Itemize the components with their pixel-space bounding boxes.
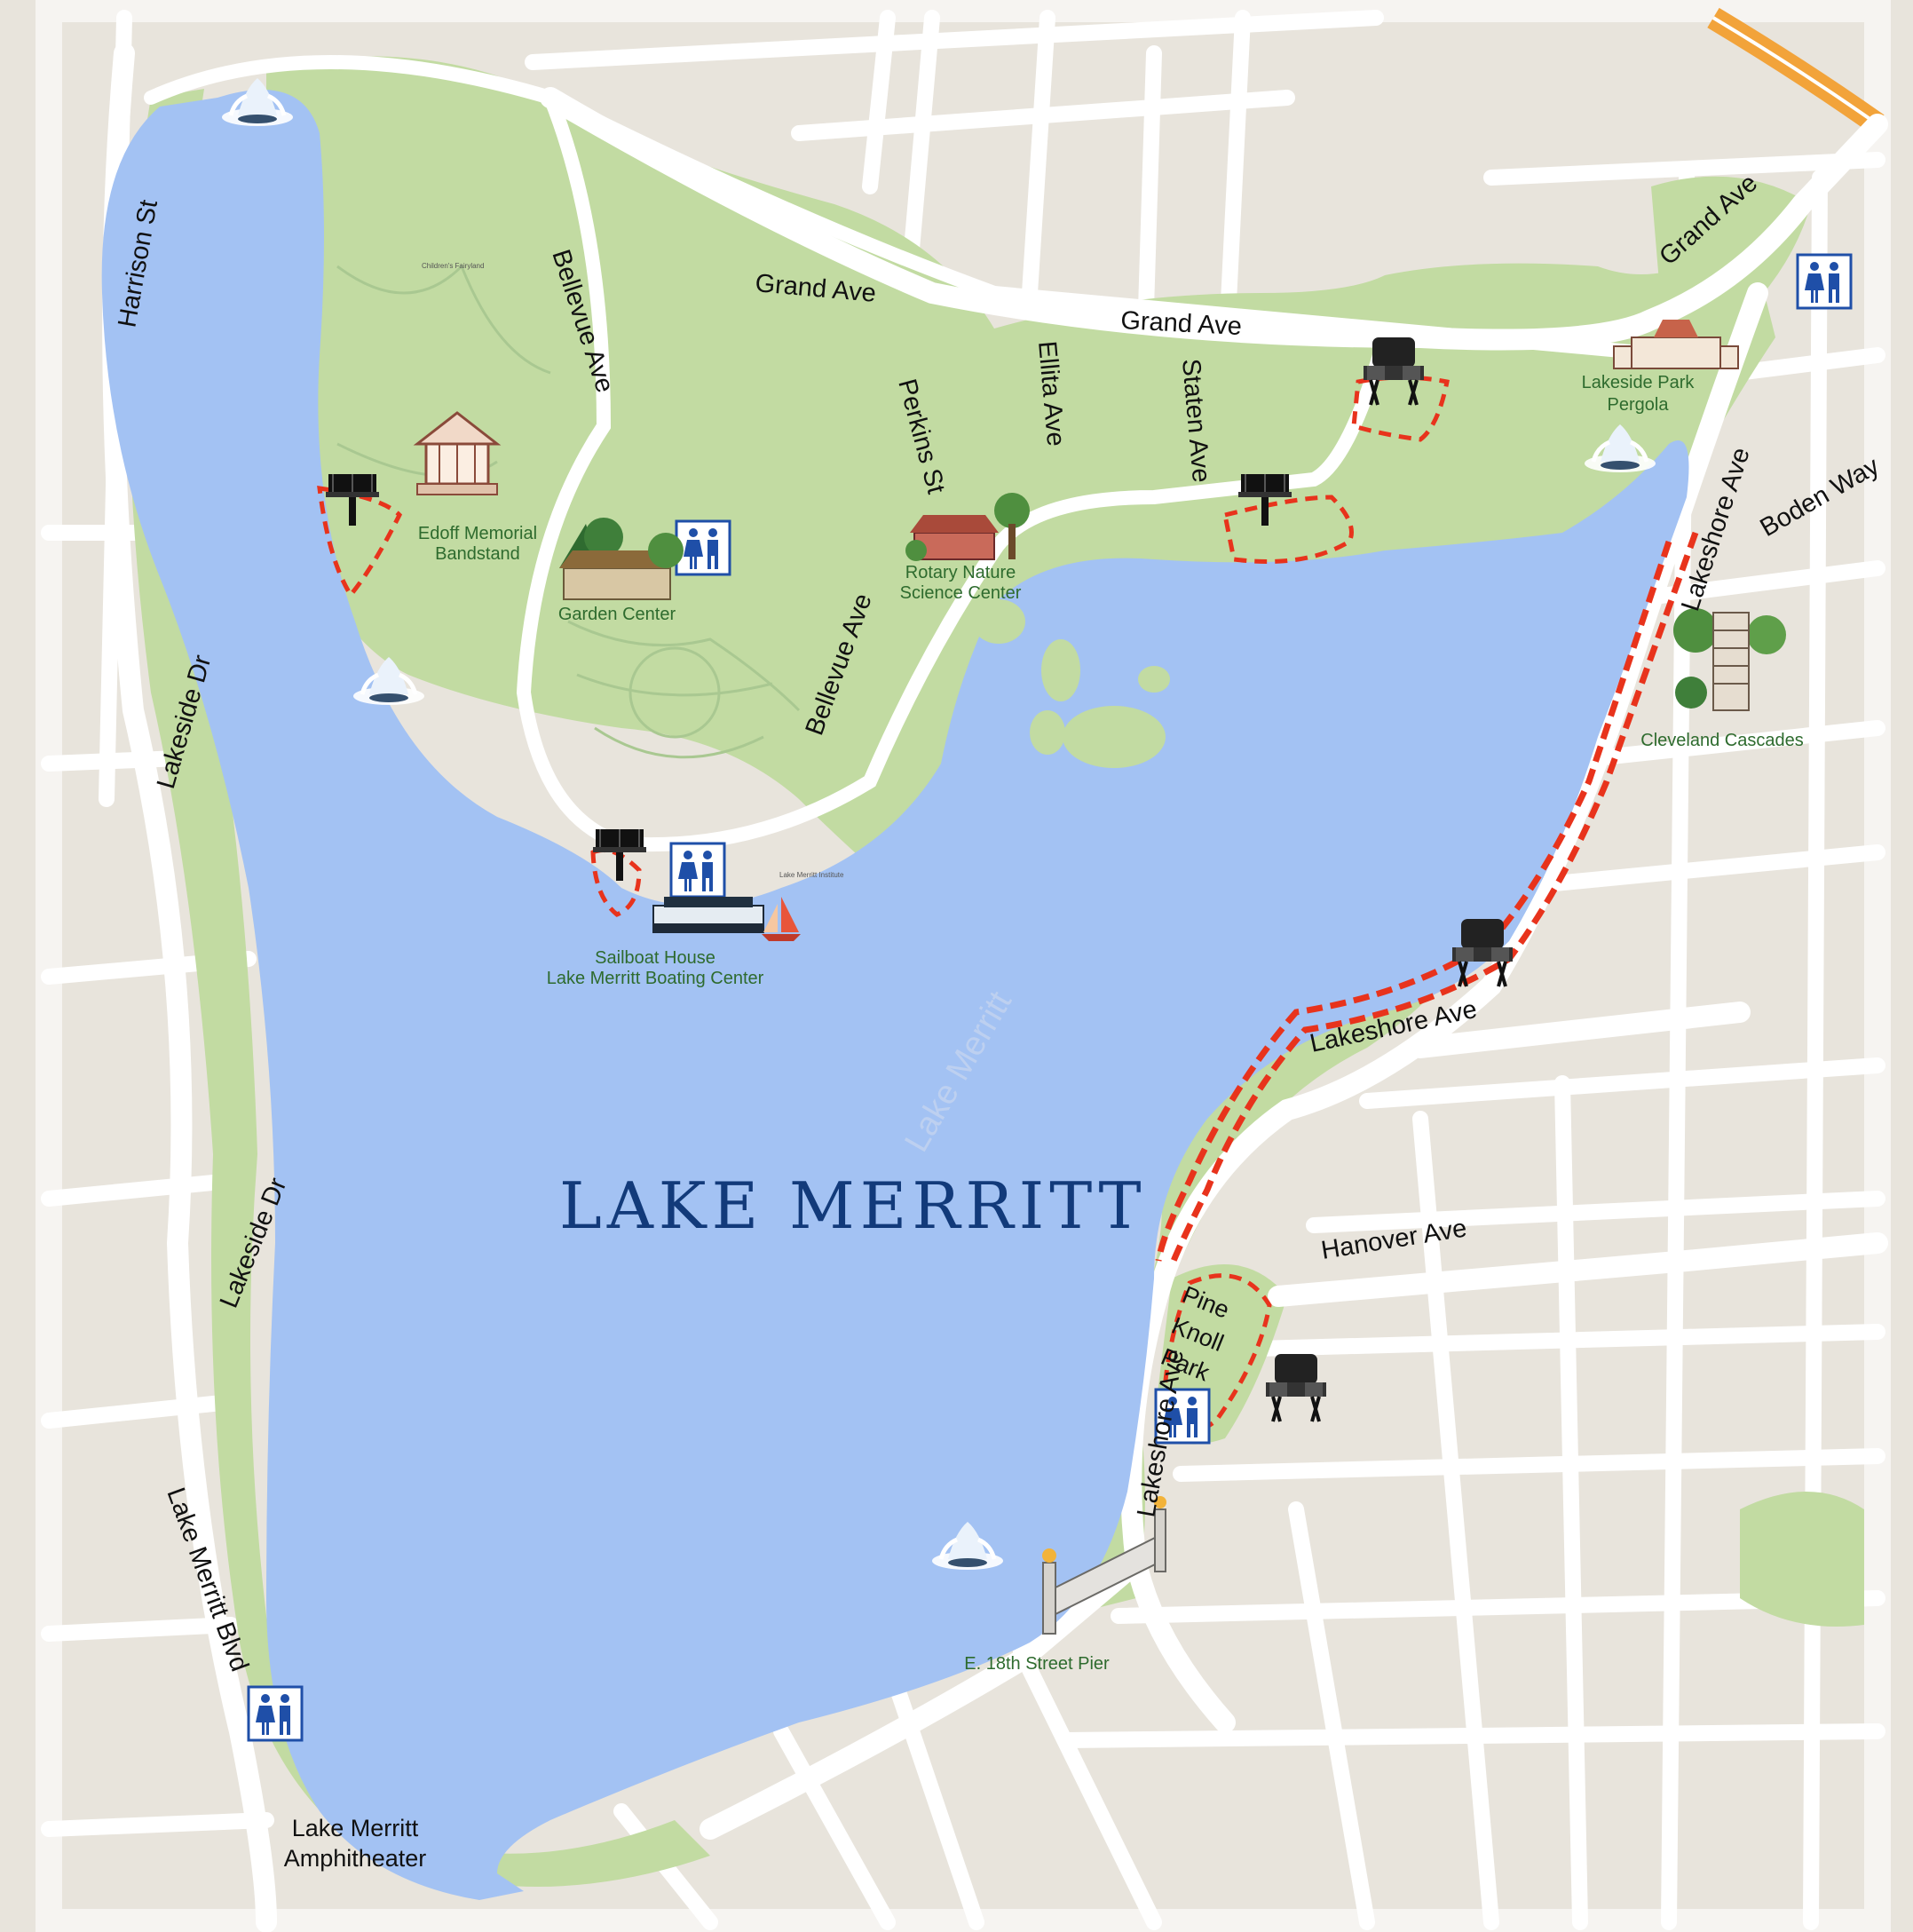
lake-water [101, 90, 1689, 1900]
poi-label-pergola-2: Pergola [1608, 395, 1670, 415]
poi-label-lake-merritt-institute: Lake Merritt Institute [779, 871, 844, 879]
poi-label-childrens-fairyland: Children's Fairyland [422, 262, 484, 270]
cascades-icon [1673, 608, 1786, 711]
poi-label-cleveland-cascades: Cleveland Cascades [1640, 731, 1803, 750]
poi-label-edoff: Edoff Memorial [418, 524, 537, 543]
lake-islands [972, 599, 1170, 768]
pier-icon [1042, 1496, 1166, 1635]
restroom-icon [669, 842, 726, 899]
boathouse-icon [652, 897, 764, 933]
pergola-icon [1613, 320, 1739, 369]
road-label-grand-2: Grand Ave [1120, 306, 1243, 341]
restroom-icon [675, 519, 731, 576]
poi-label-garden-center: Garden Center [558, 605, 676, 624]
nature-center-icon [905, 493, 1030, 561]
garden-center-icon [559, 518, 684, 600]
poi-label-rotary: Rotary Nature [905, 563, 1016, 582]
park-label-amphitheater: Lake Merritt [292, 1815, 419, 1841]
poi-label-rotary-2: Science Center [900, 583, 1022, 603]
lake-title: LAKE MERRITT [559, 1168, 1147, 1243]
bandstand-icon [413, 411, 502, 495]
map-border [36, 0, 1891, 1932]
sailboat-icon [762, 897, 801, 941]
restroom-icon [247, 1685, 304, 1742]
poi-label-e18th-pier: E. 18th Street Pier [964, 1654, 1110, 1674]
poi-label-sailboat: Sailboat House [595, 948, 715, 968]
bbq-areas [317, 375, 1450, 1439]
poi-label-edoff-2: Bandstand [435, 544, 520, 564]
park-label-amphitheater-2: Amphitheater [284, 1845, 427, 1872]
poi-label-sailboat-2: Lake Merritt Boating Center [547, 969, 764, 988]
restroom-icon [1796, 253, 1853, 310]
park-paths [336, 264, 801, 759]
poi-label-pergola: Lakeside Park [1582, 373, 1696, 392]
lakeshore-trail [1155, 531, 1699, 1267]
